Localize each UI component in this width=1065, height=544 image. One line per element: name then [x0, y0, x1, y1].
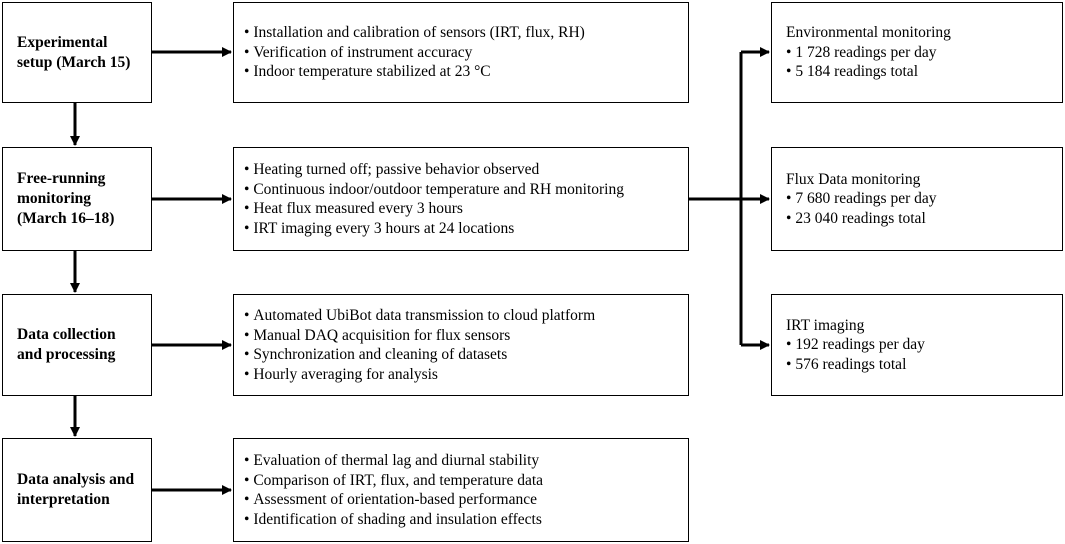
- output-title: Environmental monitoring: [786, 24, 951, 42]
- stage-title: Data analysis and interpretation: [17, 471, 135, 508]
- output-list: 7 680 readings per day 23 040 readings t…: [786, 189, 1048, 228]
- list-item: Indoor temperature stabilized at 23 °C: [244, 62, 678, 82]
- stage-box-monitoring: Free-running monitoring (March 16–18): [2, 147, 152, 251]
- list-item: 5 184 readings total: [786, 62, 1048, 82]
- detail-box-collection: Automated UbiBot data transmission to cl…: [233, 294, 689, 396]
- list-item: Verification of instrument accuracy: [244, 43, 678, 63]
- list-item: Evaluation of thermal lag and diurnal st…: [244, 451, 678, 471]
- stage-box-collection: Data collection and processing: [2, 294, 152, 396]
- output-list: 1 728 readings per day 5 184 readings to…: [786, 43, 1048, 82]
- detail-box-monitoring: Heating turned off; passive behavior obs…: [233, 147, 689, 251]
- list-item: 576 readings total: [786, 355, 1048, 375]
- list-item: Installation and calibration of sensors …: [244, 23, 678, 43]
- detail-list: Evaluation of thermal lag and diurnal st…: [244, 451, 678, 529]
- list-item: 1 728 readings per day: [786, 43, 1048, 63]
- output-title: IRT imaging: [786, 316, 865, 334]
- detail-box-analysis: Evaluation of thermal lag and diurnal st…: [233, 438, 689, 542]
- list-item: 23 040 readings total: [786, 209, 1048, 229]
- detail-list: Automated UbiBot data transmission to cl…: [244, 306, 678, 384]
- list-item: Heat flux measured every 3 hours: [244, 199, 678, 219]
- detail-list: Installation and calibration of sensors …: [244, 23, 678, 82]
- detail-box-setup: Installation and calibration of sensors …: [233, 2, 689, 103]
- list-item: Heating turned off; passive behavior obs…: [244, 160, 678, 180]
- output-list: 192 readings per day 576 readings total: [786, 335, 1048, 374]
- output-box-irt: IRT imaging 192 readings per day 576 rea…: [771, 294, 1063, 396]
- detail-list: Heating turned off; passive behavior obs…: [244, 160, 678, 238]
- stage-title: Free-running monitoring (March 16–18): [17, 170, 115, 227]
- list-item: 192 readings per day: [786, 335, 1048, 355]
- stage-title: Data collection and processing: [17, 326, 116, 363]
- output-box-environmental: Environmental monitoring 1 728 readings …: [771, 2, 1063, 103]
- list-item: Identification of shading and insulation…: [244, 510, 678, 530]
- list-item: Continuous indoor/outdoor temperature an…: [244, 180, 678, 200]
- list-item: Assessment of orientation-based performa…: [244, 490, 678, 510]
- list-item: Synchronization and cleaning of datasets: [244, 345, 678, 365]
- list-item: IRT imaging every 3 hours at 24 location…: [244, 219, 678, 239]
- stage-box-setup: Experimental setup (March 15): [2, 2, 152, 103]
- list-item: Comparison of IRT, flux, and temperature…: [244, 471, 678, 491]
- output-title: Flux Data monitoring: [786, 170, 921, 188]
- list-item: Automated UbiBot data transmission to cl…: [244, 306, 678, 326]
- list-item: Hourly averaging for analysis: [244, 365, 678, 385]
- stage-title: Experimental setup (March 15): [17, 33, 131, 71]
- list-item: 7 680 readings per day: [786, 189, 1048, 209]
- list-item: Manual DAQ acquisition for flux sensors: [244, 326, 678, 346]
- output-box-flux: Flux Data monitoring 7 680 readings per …: [771, 147, 1063, 251]
- stage-box-analysis: Data analysis and interpretation: [2, 438, 152, 542]
